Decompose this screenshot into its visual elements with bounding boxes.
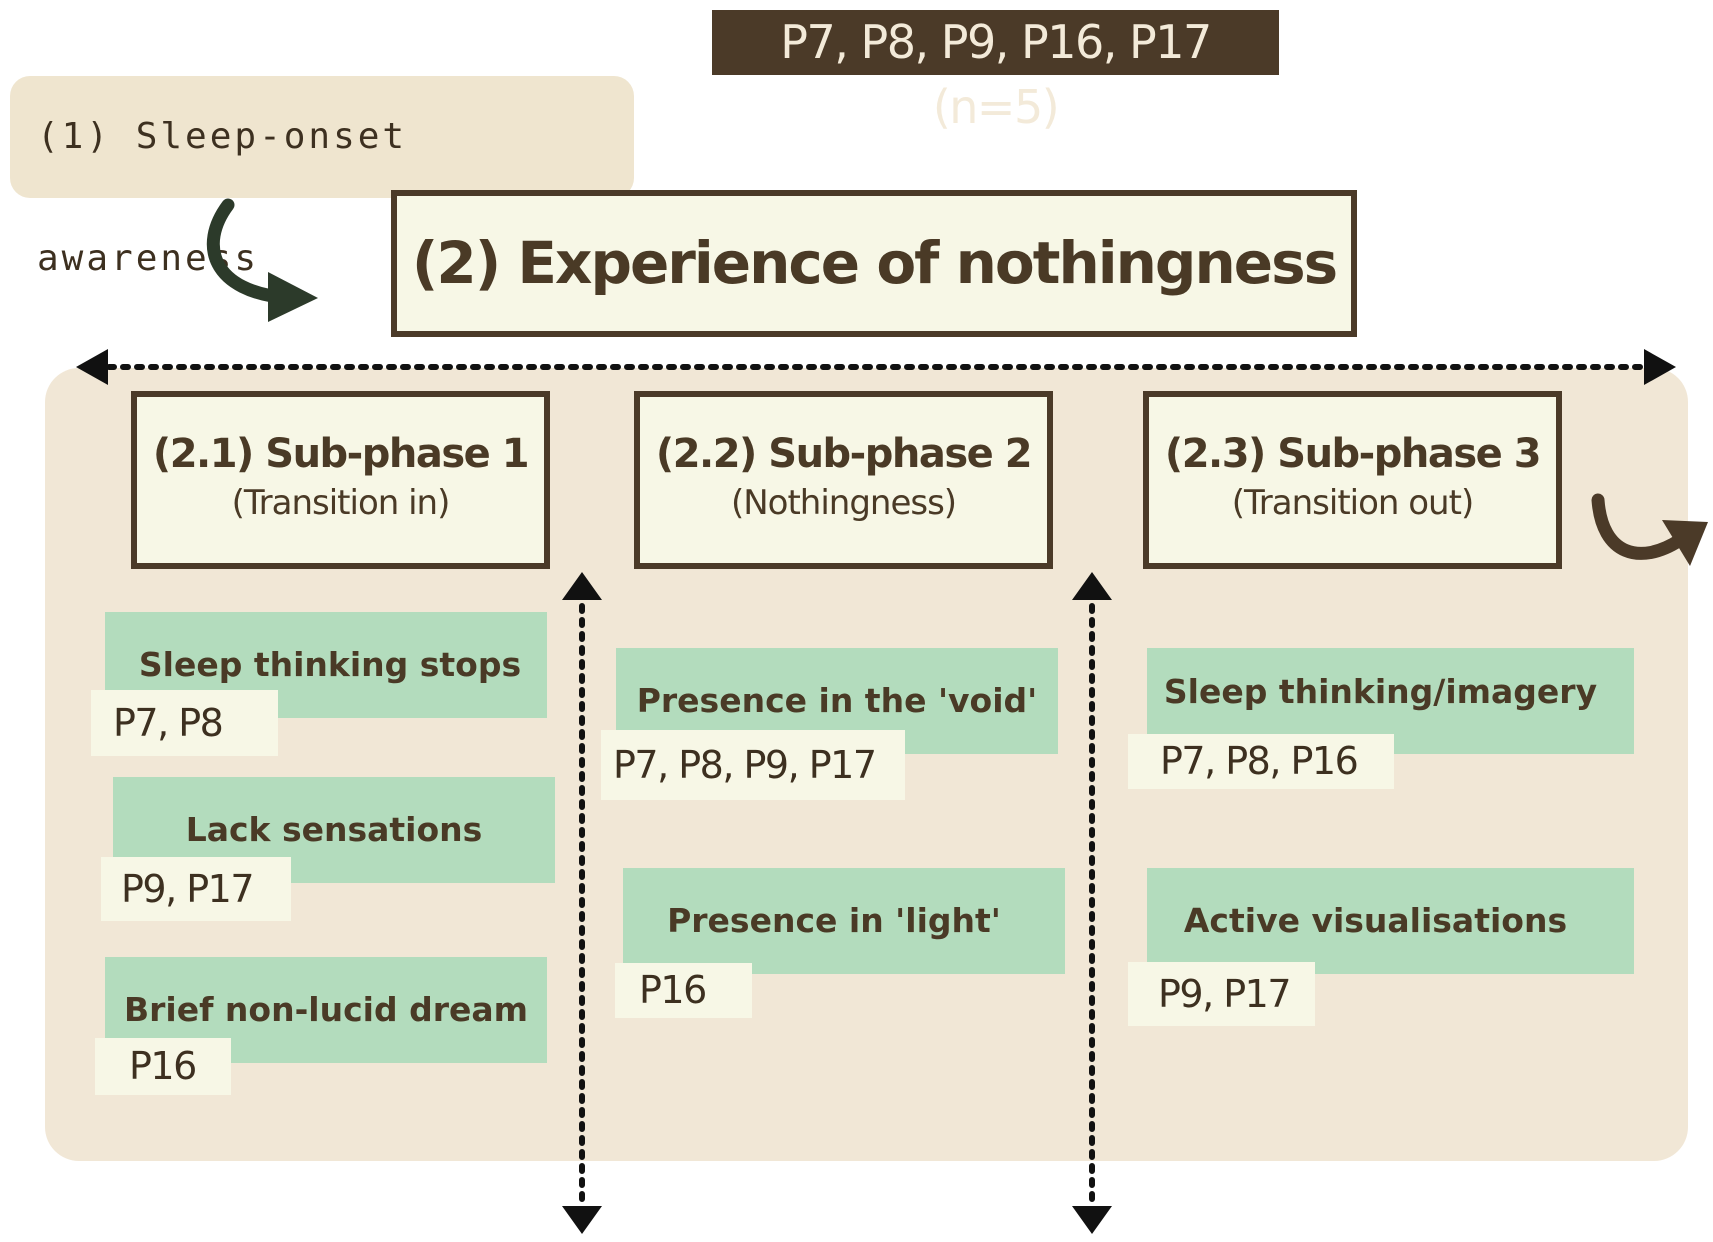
subphase-1-box: (2.1) Sub-phase 1 (Transition in) <box>131 391 550 569</box>
finding-card: Lack sensations <box>113 777 555 883</box>
subphase-3-subtitle: (Transition out) <box>1231 483 1474 523</box>
finding-card: Active visualisations <box>1147 868 1634 974</box>
participant-tag: P16 <box>615 963 752 1018</box>
participant-tag: P7, P8, P16 <box>1128 734 1394 789</box>
subphase-3-title: (2.3) Sub-phase 3 <box>1164 431 1542 477</box>
stage-1-box: (1) Sleep-onset awareness <box>10 76 634 279</box>
subphase-1-subtitle: (Transition in) <box>231 483 451 523</box>
stage-2-box: (2) Experience of nothingness <box>391 190 1357 337</box>
participant-tag: P7, P8 <box>91 690 278 756</box>
stage-1-to-2-arrow-icon <box>206 198 318 322</box>
participant-tag: P9, P17 <box>1128 962 1315 1026</box>
subphase-2-title: (2.2) Sub-phase 2 <box>655 431 1033 477</box>
participants-banner: P7, P8, P9, P16, P17 (n=5) <box>712 10 1279 134</box>
participant-tag: P7, P8, P9, P17 <box>601 730 905 800</box>
divider-2-3-double-arrow <box>1072 572 1112 1234</box>
participant-tag: P9, P17 <box>101 857 291 921</box>
subphase-1-title: (2.1) Sub-phase 1 <box>152 431 530 477</box>
finding-card: Brief non-lucid dream <box>105 957 547 1063</box>
participant-tag: P16 <box>95 1038 231 1095</box>
subphase-2-box: (2.2) Sub-phase 2 (Nothingness) <box>634 391 1053 569</box>
phase-span-double-arrow <box>76 349 1676 385</box>
divider-1-2-double-arrow <box>562 572 602 1234</box>
finding-card: Presence in 'light' <box>623 868 1065 974</box>
exit-arrow-icon <box>1591 493 1708 566</box>
subphase-3-box: (2.3) Sub-phase 3 (Transition out) <box>1143 391 1562 569</box>
subphase-2-subtitle: (Nothingness) <box>730 483 957 523</box>
